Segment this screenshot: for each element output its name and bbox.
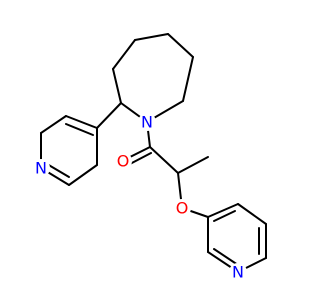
structure-drawing: N N O O N xyxy=(32,33,267,282)
azepane-nitrogen-label: N xyxy=(141,113,153,132)
atom-background xyxy=(138,113,156,131)
bond xyxy=(177,156,209,174)
bond xyxy=(213,248,239,266)
pyridin-4-yl-ring xyxy=(40,102,122,186)
bond xyxy=(68,164,98,186)
bond xyxy=(127,152,152,166)
bond xyxy=(182,56,194,102)
bond xyxy=(213,210,236,222)
atom-background xyxy=(173,199,191,217)
bond xyxy=(96,102,122,129)
pyridin-3-yl-ring xyxy=(207,203,267,273)
bond xyxy=(46,163,70,178)
molecule-canvas: N N O O N xyxy=(32,33,267,282)
atom-background xyxy=(229,263,247,281)
atom-labels: N N O O N xyxy=(32,113,247,282)
carbonyl-oxygen: O xyxy=(114,152,132,171)
azepane-ring xyxy=(112,33,194,123)
bond xyxy=(237,203,267,225)
pyridine-4yl-nitrogen: N xyxy=(32,159,50,178)
ether-oxygen: O xyxy=(173,199,191,218)
pyridine-3yl-nitrogen: N xyxy=(229,263,247,282)
ether-oxygen-label: O xyxy=(176,199,189,218)
bond xyxy=(207,203,239,218)
bond xyxy=(40,115,67,134)
carbonyl-oxygen-label: O xyxy=(117,152,130,171)
atom-background xyxy=(114,152,132,170)
pyridine-3yl-nitrogen-label: N xyxy=(232,263,244,282)
bond xyxy=(149,146,179,174)
bond xyxy=(112,68,122,104)
azepane-nitrogen: N xyxy=(138,113,156,132)
atom-background xyxy=(32,159,50,177)
bond xyxy=(167,33,194,58)
bond xyxy=(65,123,94,136)
bond xyxy=(65,115,98,129)
bond xyxy=(112,39,136,70)
pyridine-4yl-nitrogen-label: N xyxy=(35,159,47,178)
propanone-chain xyxy=(125,121,209,218)
bond xyxy=(134,33,169,41)
